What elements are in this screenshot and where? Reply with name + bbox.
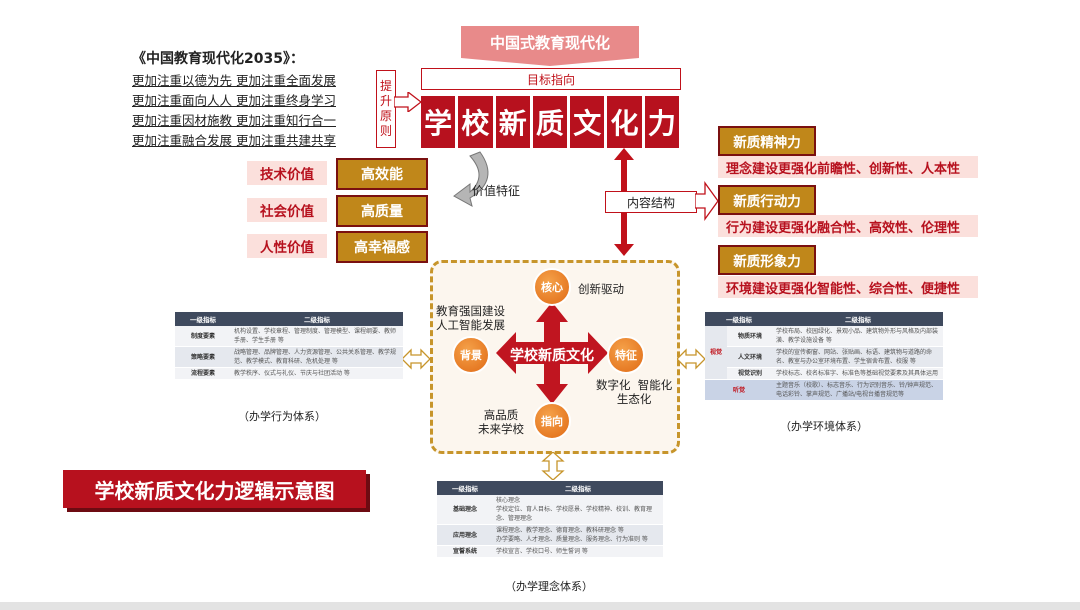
right-desc: 环境建设更强化智能性、综合性、便捷性 <box>718 276 978 298</box>
value-feature-label: 价值特征 <box>472 184 521 198</box>
table-cell: 视觉识别 <box>727 367 773 380</box>
quote-line: 更加注重融合发展 更加注重共建共享 <box>132 133 336 148</box>
direction-circle: 指向 <box>533 402 571 440</box>
value-box: 高质量 <box>336 195 428 227</box>
table-cell: 主题音乐（校歌）、标志音乐、行为识别音乐、铃/钟声规范、电话彩铃、掌声规范、广播… <box>773 379 943 401</box>
right-arrow-icon <box>695 181 719 221</box>
table-cell: 学校布局、校园绿化、景观小品、建筑物外形与风格及内部装潢、教学设施设备 等 <box>773 326 943 347</box>
table-cell: 学校标志、校名标准字、标准色等基础视觉要素及其具体运用 <box>773 367 943 380</box>
table-header: 一级指标 <box>437 481 493 495</box>
feature-note: 数字化 智能化 生态化 <box>596 378 673 406</box>
background-circle: 背景 <box>452 336 490 374</box>
environment-table: 一级指标二级指标 视觉 物质环境 学校布局、校园绿化、景观小品、建筑物外形与风格… <box>705 312 943 401</box>
table-row: 视觉识别学校标志、校名标准字、标准色等基础视觉要素及其具体运用 <box>705 367 943 380</box>
core-circle: 核心 <box>533 268 571 306</box>
content-structure-label: 内容结构 <box>605 191 697 213</box>
title-char: 文 <box>570 96 605 148</box>
table-row: 制度要素机构设置、学校章程、管理制度、管理模型、课程纲要、教师手册、学生手册 等 <box>175 326 403 347</box>
goal-label: 目标指向 <box>421 68 681 90</box>
quote-line: 更加注重以德为先 更加注重全面发展 <box>132 73 336 88</box>
title-char: 学 <box>421 96 456 148</box>
direction-note: 高品质 未来学校 <box>478 408 524 436</box>
table-row: 流程要素教学秩序、仪式与礼仪、节庆与社团活动 等 <box>175 367 403 380</box>
table-cell: 宣誓系统 <box>437 545 493 558</box>
title-char: 新 <box>495 96 530 148</box>
title-char: 校 <box>458 96 493 148</box>
top-banner: 中国式教育现代化 <box>461 26 639 58</box>
table-row: 听觉主题音乐（校歌）、标志音乐、行为识别音乐、铃/钟声规范、电话彩铃、掌声规范、… <box>705 379 943 401</box>
table-row: 基础理念核心理念 学校定位、育人目标、学校愿景、学校精神、校训、教育理念、管理理… <box>437 495 663 525</box>
right-arrow-icon <box>394 92 422 112</box>
right-desc: 行为建设更强化融合性、高效性、伦理性 <box>718 215 978 237</box>
table-header: 一级指标 <box>705 312 773 326</box>
table-cell: 应用理念 <box>437 524 493 546</box>
right-head: 新质行动力 <box>718 185 816 215</box>
bottom-band <box>0 602 1080 610</box>
table-cell: 流程要素 <box>175 367 231 380</box>
table-row: 应用理念课程理念、教学理念、德育理念、教科研理念 等 办学要略、人才理念、质量理… <box>437 524 663 546</box>
right-head: 新质形象力 <box>718 245 816 275</box>
table-cell: 基础理念 <box>437 495 493 525</box>
table-header: 二级指标 <box>493 481 663 495</box>
quote-line: 更加注重面向人人 更加注重终身学习 <box>132 93 336 108</box>
behavior-caption: （办学行为体系） <box>238 410 326 423</box>
value-label: 人性价值 <box>247 234 327 258</box>
banner-pointer <box>461 58 639 66</box>
table-cell: 策略要素 <box>175 346 231 368</box>
feature-circle: 特征 <box>607 336 645 374</box>
value-box: 高效能 <box>336 158 428 190</box>
environment-caption: （办学环境体系） <box>780 420 868 433</box>
table-cell: 物质环境 <box>727 326 773 347</box>
title-char: 化 <box>607 96 642 148</box>
table-cell: 机构设置、学校章程、管理制度、管理模型、课程纲要、教师手册、学生手册 等 <box>231 326 403 347</box>
main-title: 学 校 新 质 文 化 力 <box>421 96 679 148</box>
table-row: 人文环境学校的宣传橱窗、网站、张贴画、标语、建筑物与道路的命名、教室与办公室环境… <box>705 346 943 368</box>
right-desc: 理念建设更强化前瞻性、创新性、人本性 <box>718 156 978 178</box>
table-cell: 制度要素 <box>175 326 231 347</box>
concept-caption: （办学理念体系） <box>505 580 593 593</box>
table-cell: 人文环境 <box>727 346 773 368</box>
concept-table: 一级指标二级指标 基础理念核心理念 学校定位、育人目标、学校愿景、学校精神、校训… <box>437 481 663 558</box>
table-cell: 学校的宣传橱窗、网站、张贴画、标语、建筑物与道路的命名、教室与办公室环境布置、学… <box>773 346 943 368</box>
quote-title: 《中国教育现代化2035》： <box>132 51 304 67</box>
vertical-double-arrow-icon <box>541 452 565 480</box>
title-char: 力 <box>644 96 679 148</box>
value-label: 技术价值 <box>247 161 327 185</box>
table-cell: 课程理念、教学理念、德育理念、教科研理念 等 办学要略、人才理念、质量理念、服务… <box>493 524 663 546</box>
table-header: 二级指标 <box>231 312 403 326</box>
center-label: 学校新质文化 <box>510 348 594 364</box>
table-header: 一级指标 <box>175 312 231 326</box>
right-head: 新质精神力 <box>718 126 816 156</box>
table-cell: 视觉 <box>705 326 727 380</box>
core-note: 创新驱动 <box>578 282 624 296</box>
curved-arrow-icon <box>453 151 489 207</box>
value-box: 高幸福感 <box>336 231 428 263</box>
table-cell: 听觉 <box>705 379 773 401</box>
table-header: 二级指标 <box>773 312 943 326</box>
diagram-title: 学校新质文化力逻辑示意图 <box>63 470 366 508</box>
behavior-table: 一级指标二级指标 制度要素机构设置、学校章程、管理制度、管理模型、课程纲要、教师… <box>175 312 403 380</box>
table-cell: 教学秩序、仪式与礼仪、节庆与社团活动 等 <box>231 367 403 380</box>
table-row: 策略要素战略管理、品牌管理、人力资源管理、公共关系管理、教学规范、教学模式、教育… <box>175 346 403 368</box>
table-cell: 核心理念 学校定位、育人目标、学校愿景、学校精神、校训、教育理念、管理理念 <box>493 495 663 525</box>
horizontal-double-arrow-icon <box>677 348 705 370</box>
table-row: 视觉 物质环境 学校布局、校园绿化、景观小品、建筑物外形与风格及内部装潢、教学设… <box>705 326 943 380</box>
table-cell: 战略管理、品牌管理、人力资源管理、公共关系管理、教学规范、教学模式、教育科研、危… <box>231 346 403 368</box>
quote-line: 更加注重因材施教 更加注重知行合一 <box>132 113 336 128</box>
background-note: 教育强国建设 人工智能发展 <box>436 304 505 332</box>
title-char: 质 <box>532 96 568 148</box>
principle-label: 提升原则 <box>376 70 396 148</box>
table-row: 宣誓系统学校宣言、学校口号、师生誓词 等 <box>437 545 663 558</box>
value-label: 社会价值 <box>247 198 327 222</box>
cross-arrow-icon <box>496 302 608 404</box>
horizontal-double-arrow-icon <box>402 348 430 370</box>
table-cell: 学校宣言、学校口号、师生誓词 等 <box>493 545 663 558</box>
